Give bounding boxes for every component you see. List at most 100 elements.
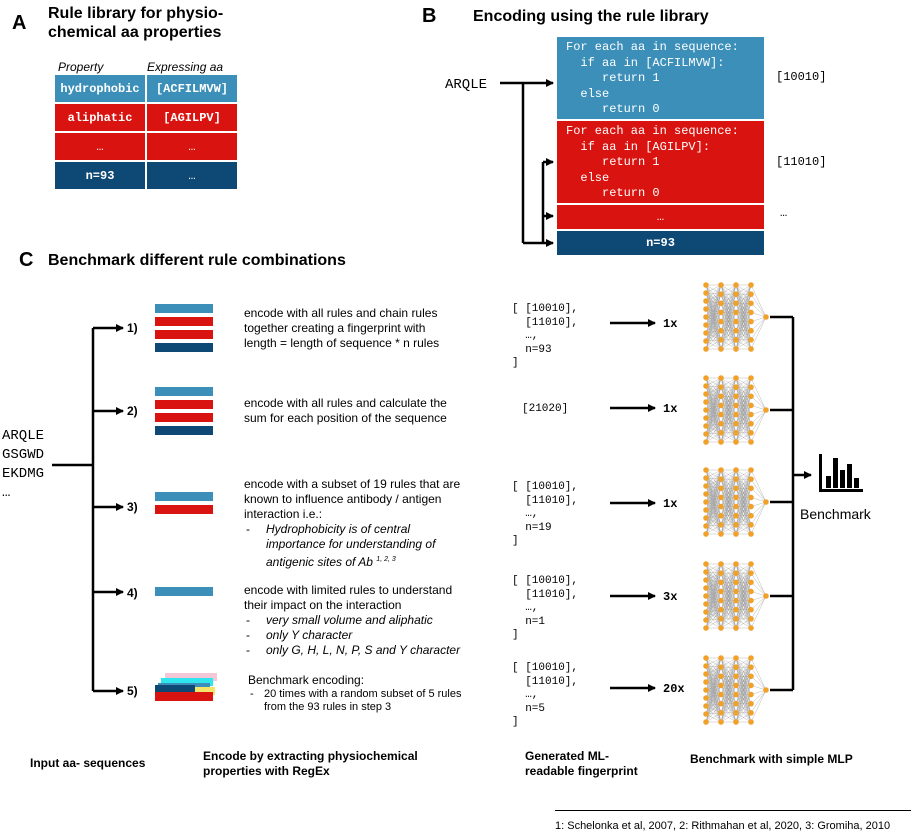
neuron [733, 522, 739, 528]
neuron [748, 476, 754, 482]
neuron [733, 682, 739, 689]
neuron [748, 282, 754, 288]
step-label-4: 4) [127, 586, 138, 600]
mlp-network-step-3 [703, 467, 769, 537]
neuron [703, 703, 709, 709]
neuron [703, 695, 709, 701]
neuron [703, 609, 709, 615]
fingerprint-step-2: [21020] [522, 403, 569, 415]
rule-bars-step-1 [155, 304, 213, 352]
neuron [703, 467, 709, 473]
neuron [703, 687, 709, 693]
neuron [748, 531, 754, 537]
neuron [733, 503, 739, 510]
step-label-2: 2) [127, 404, 138, 418]
neuron [703, 679, 709, 685]
neuron [733, 291, 739, 297]
multiplier-step-5: 20x [663, 682, 685, 696]
neuron [748, 467, 754, 473]
step-4-bullet-2-text: only Y character [266, 628, 353, 642]
neuron [748, 673, 754, 680]
rule-row-1-property: hydrophobic [55, 75, 145, 102]
neuron [748, 430, 754, 436]
neuron [703, 298, 709, 304]
step-1-desc-line-3: length = length of sequence * n rules [244, 336, 440, 350]
neuron [703, 407, 709, 413]
neuron [703, 655, 709, 661]
mlp-network-step-4 [703, 561, 769, 631]
neuron [703, 531, 709, 537]
step-3-bullet-line-1: Hydrophobicity is of central [266, 522, 411, 536]
step-3-bullet: - Hydrophobicity is of central importanc… [244, 522, 506, 570]
neuron [703, 314, 709, 320]
neuron [763, 593, 769, 599]
references: 1: Schelonka et al, 2007, 2: Rithmahan e… [555, 820, 891, 832]
input-sequence-list: ARQLE GSGWD EKDMG … [2, 427, 44, 503]
fingerprint-step-5: [ [10010], [11010], …, n=5 ] [512, 662, 579, 728]
step-3-desc-line-2: known to influence antibody / antigen [244, 492, 442, 506]
neuron [748, 327, 754, 334]
multiplier-step-4: 3x [663, 590, 678, 604]
neuron [748, 579, 754, 586]
neuron [748, 384, 754, 390]
step-4-bullet-1-text: very small volume and aliphatic [266, 613, 433, 627]
neuron [748, 309, 754, 316]
footer-input-sequences: Input aa- sequences [30, 756, 146, 770]
neuron [703, 601, 709, 607]
panel-a-title: Rule library for physio- chemical aa pro… [48, 4, 223, 42]
neuron [703, 569, 709, 575]
neuron [733, 411, 739, 418]
neuron [718, 393, 724, 400]
neuron [748, 375, 754, 381]
neuron [733, 494, 739, 501]
neuron [763, 314, 769, 320]
footer-encode: Encode by extracting physiochemical prop… [203, 749, 418, 779]
neuron [718, 282, 724, 288]
neuron [703, 561, 709, 567]
neuron [718, 691, 724, 698]
mlp-network-step-5 [703, 655, 769, 725]
neuron [763, 687, 769, 693]
neuron [748, 700, 754, 707]
neuron [718, 494, 724, 501]
neuron [748, 291, 754, 297]
neuron [763, 499, 769, 505]
neuron [748, 588, 754, 595]
neuron [733, 710, 739, 716]
neuron [733, 282, 739, 288]
mlp-networks [703, 282, 769, 725]
neuron [733, 300, 739, 307]
neuron [703, 625, 709, 631]
neuron [733, 439, 739, 445]
neuron [703, 306, 709, 312]
neuron [718, 625, 724, 631]
neuron [748, 485, 754, 492]
neuron [748, 625, 754, 631]
neuron [718, 561, 724, 567]
neuron [703, 282, 709, 288]
neuron [718, 700, 724, 707]
step-3-bullet-line-3-wrap: antigenic sites of Ab 1, 2, 3 [266, 552, 506, 570]
step-5-bullet: - 20 times with a random subset of 5 rul… [248, 688, 510, 714]
rule-row-3-aa: … [147, 133, 237, 160]
neuron [733, 673, 739, 680]
neuron [733, 430, 739, 436]
rule-row-1-aa: [ACFILMVW] [147, 75, 237, 102]
encoding-box-more-label: … [656, 210, 665, 224]
neuron [703, 330, 709, 336]
neuron [733, 384, 739, 390]
neuron [748, 420, 754, 427]
neuron [703, 346, 709, 352]
encoding-output-1: [10010] [776, 70, 827, 84]
neuron [718, 710, 724, 716]
step-3-bullet-line-3: antigenic sites of Ab [266, 555, 373, 569]
benchmark-chart-icon [819, 454, 863, 492]
panel-b-title: Encoding using the rule library [473, 8, 709, 25]
panel-c-title: Benchmark different rule combinations [48, 252, 346, 269]
rule-row-2-property: aliphatic [55, 104, 145, 131]
neuron [748, 606, 754, 613]
neuron [733, 719, 739, 725]
neuron [703, 338, 709, 344]
neuron [718, 309, 724, 316]
input-seq-3: EKDMG [2, 466, 45, 482]
